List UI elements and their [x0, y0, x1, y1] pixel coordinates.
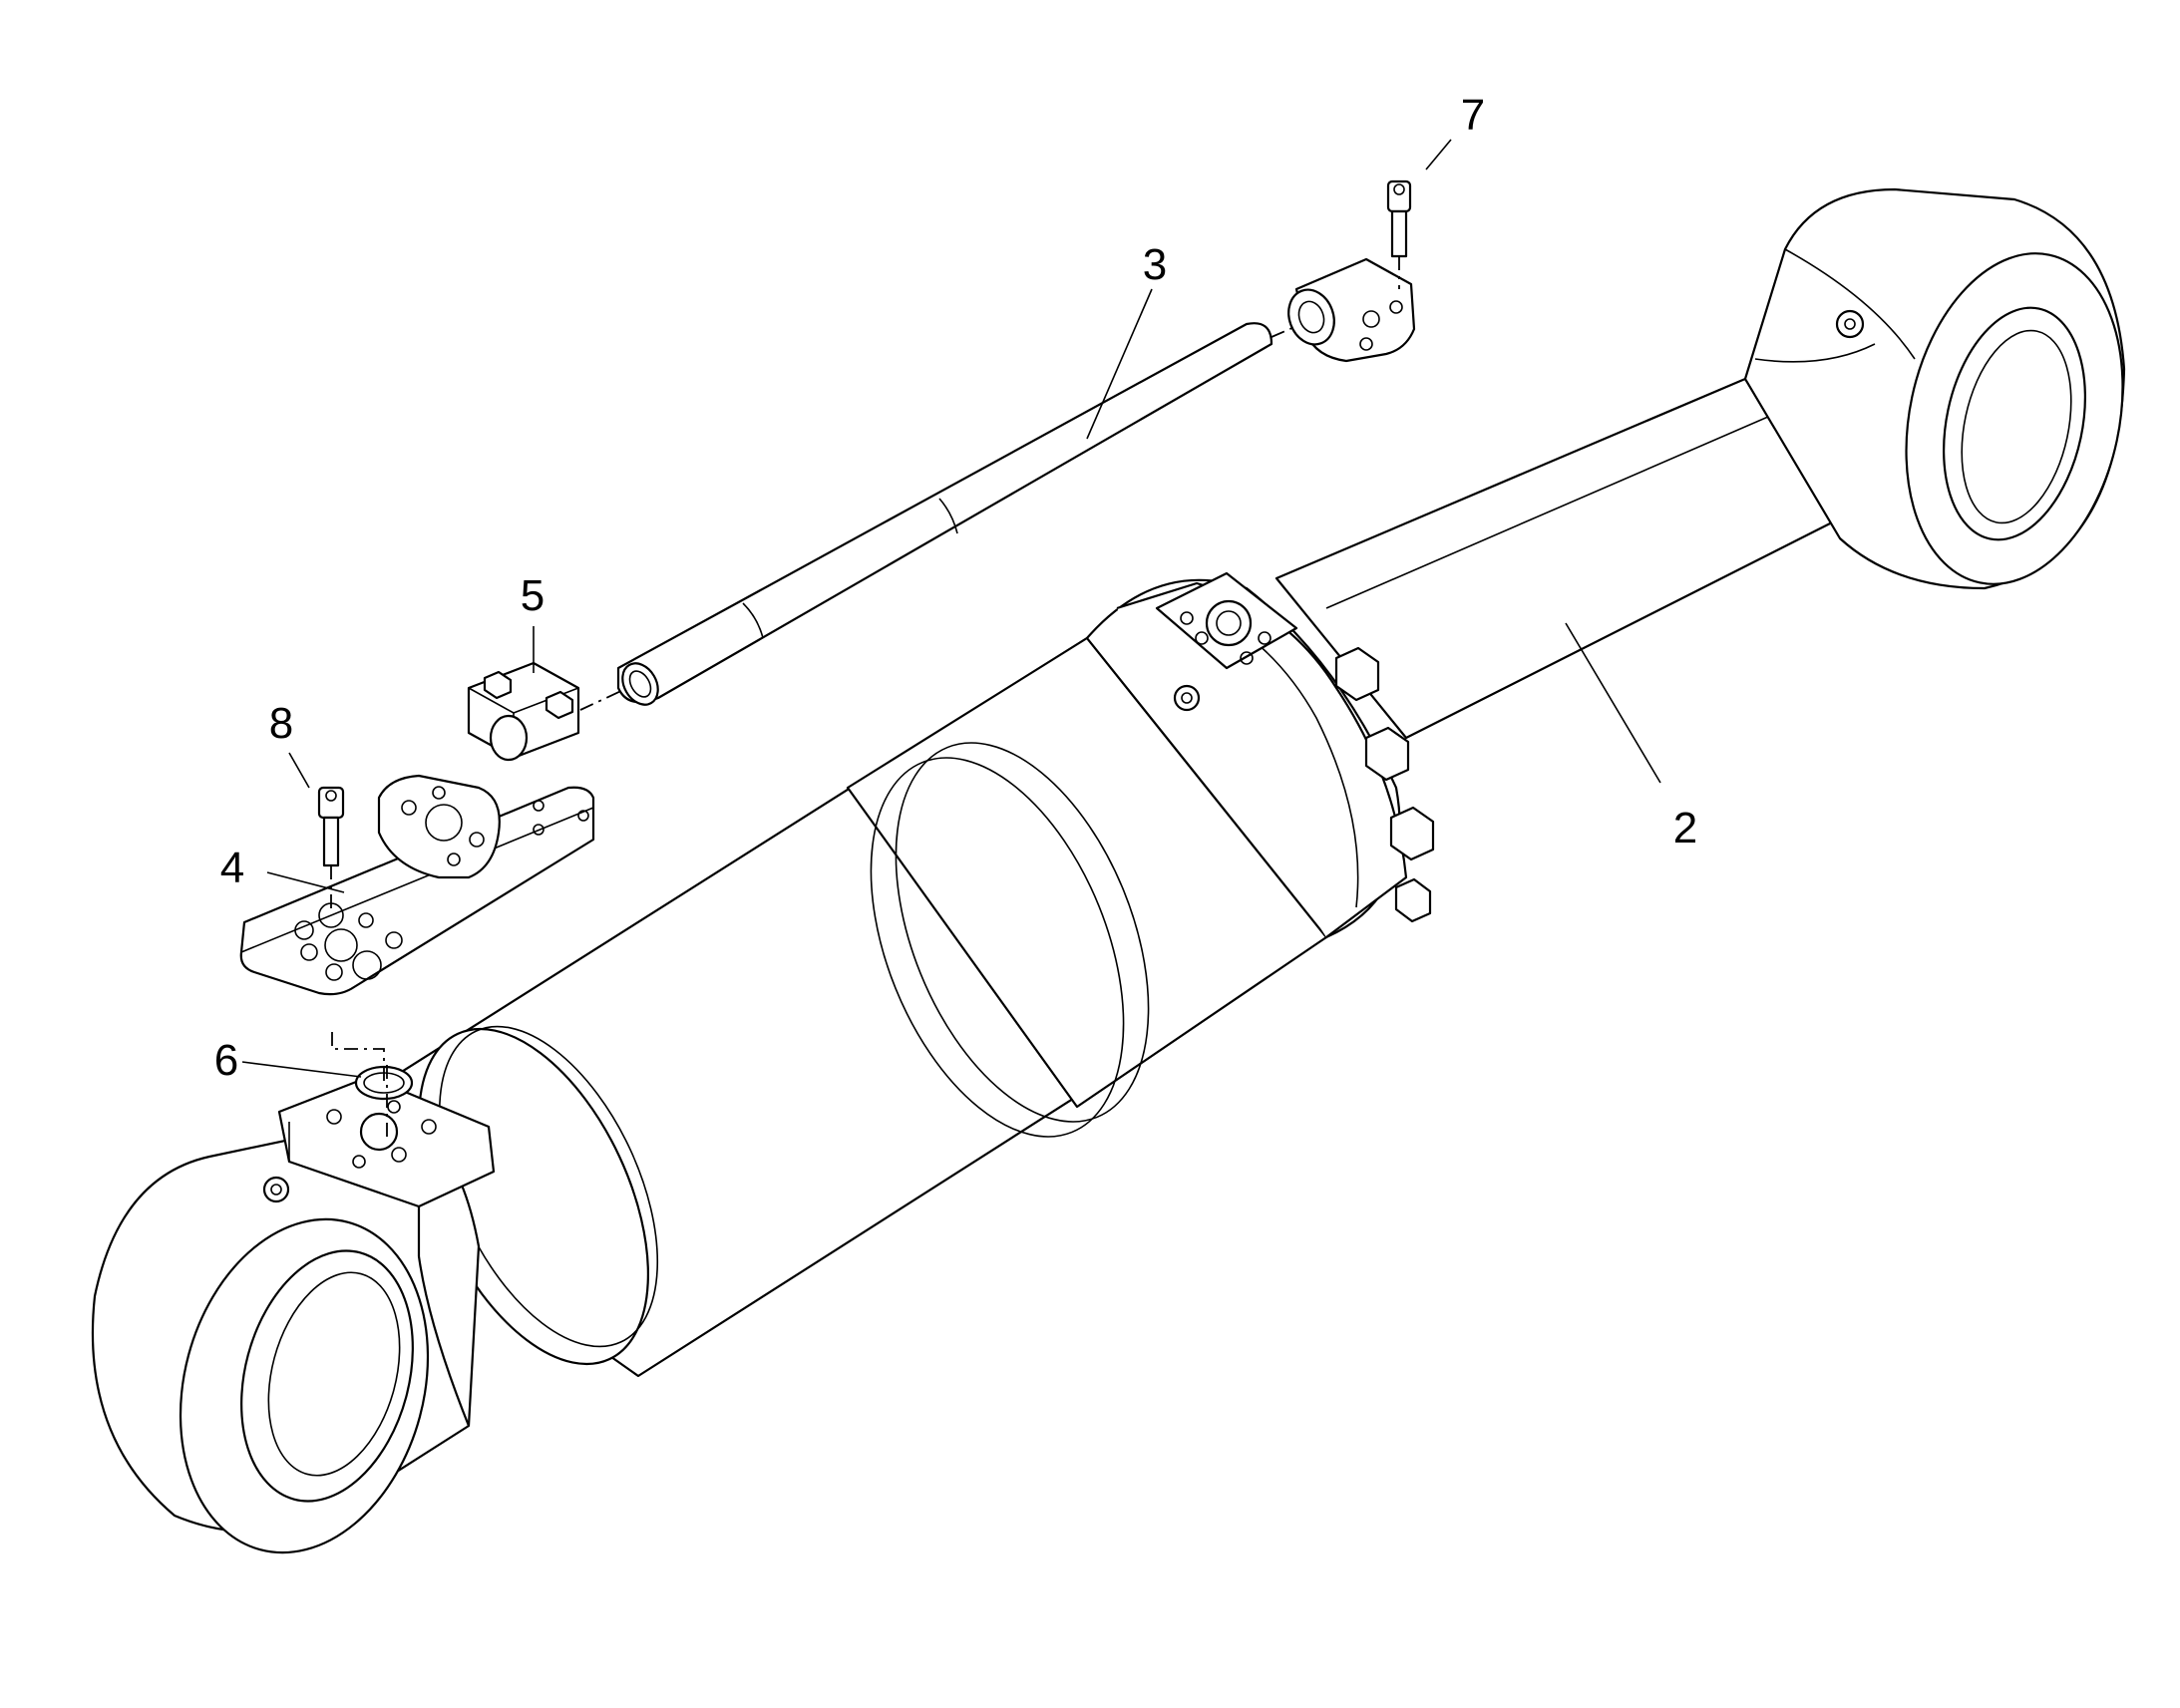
callout-3: 3 — [1143, 240, 1167, 289]
callout-numbers: 2 3 4 5 6 7 8 — [214, 91, 1697, 1085]
tube-flange-fitting — [1287, 257, 1416, 363]
callout-8: 8 — [269, 699, 293, 748]
base-end-eye — [91, 1075, 496, 1554]
leader-lines — [241, 139, 1661, 1078]
callout-4: 4 — [220, 844, 244, 892]
mounting-plate — [239, 774, 595, 996]
callout-2: 2 — [1673, 804, 1697, 853]
callout-6: 6 — [214, 1036, 238, 1085]
callout-5: 5 — [521, 571, 545, 620]
rod-end-eye — [1743, 187, 2126, 590]
assembly-guide-lines — [331, 1032, 388, 1137]
screw-8 — [317, 786, 345, 912]
screw-7 — [1386, 179, 1412, 289]
tube-clamp — [467, 661, 639, 762]
hydraulic-tube — [616, 322, 1302, 706]
callout-7: 7 — [1461, 91, 1485, 140]
cylinder-head — [1085, 571, 1435, 939]
